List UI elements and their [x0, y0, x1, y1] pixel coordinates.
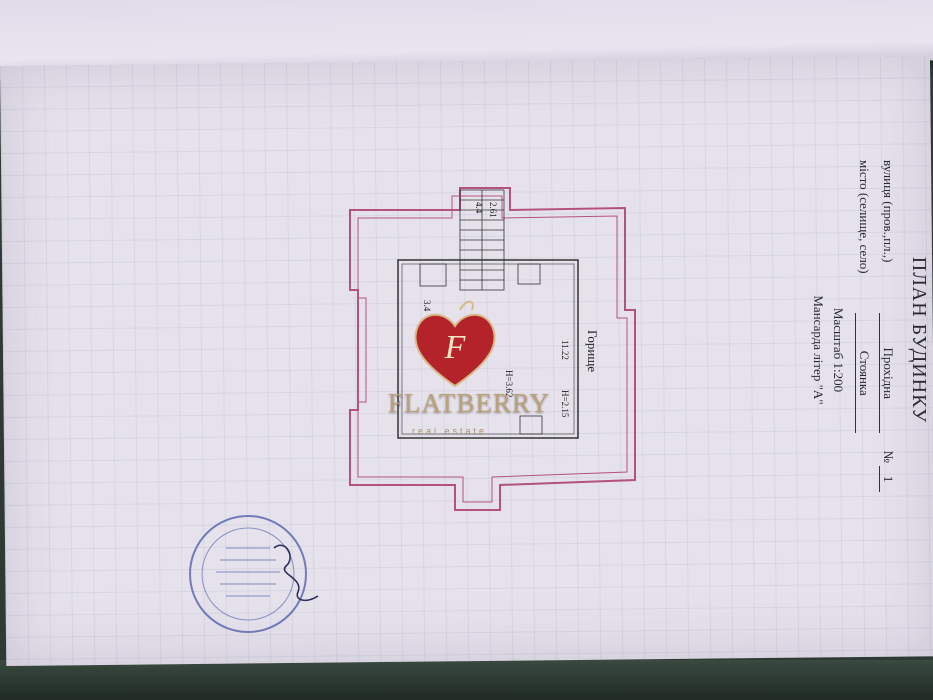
- floor-plan: Горище 11.22 Н=2.15 Н=3.62 2.61 4.4 3.4: [349, 187, 636, 511]
- floor-label: Мансарда літер "А": [811, 295, 826, 405]
- number-value: 1: [879, 466, 896, 493]
- plan-label-dim-1: 2.61: [488, 202, 498, 218]
- number-label: №: [881, 450, 896, 463]
- stairs: [459, 189, 505, 291]
- street-row: вулиця (пров.,пл.,) Прохідна № 1: [879, 160, 896, 540]
- scale-label: Масштаб 1:200: [831, 307, 846, 393]
- city-label: місто (селище, село): [857, 160, 872, 274]
- street-value: Прохідна: [879, 313, 896, 434]
- official-stamp: [189, 515, 319, 633]
- watermark-logo: F: [414, 300, 496, 388]
- plan-label-area: 11.22: [560, 340, 570, 360]
- heart-icon: [414, 313, 496, 388]
- plan-label-dim-2: 4.4: [474, 202, 484, 214]
- svg-text:F: F: [444, 329, 467, 366]
- signature: [273, 544, 319, 602]
- watermark-subtitle: real estate: [412, 426, 488, 436]
- street-label: вулиця (пров.,пл.,): [881, 160, 896, 263]
- room-label: Горище: [585, 330, 600, 372]
- plan-label-height-1: Н=2.15: [560, 390, 570, 418]
- plan-label-height-2: Н=3.62: [504, 370, 514, 397]
- plan-label-dim-3: 3.4: [422, 300, 432, 312]
- document-title: ПЛАН БУДИНКУ: [908, 256, 930, 424]
- city-value: Стоянка: [855, 313, 872, 434]
- watermark-brand: FLATBERRY: [388, 388, 551, 418]
- table-surface: [0, 660, 933, 700]
- city-row: місто (селище, село) Стоянка: [855, 160, 872, 540]
